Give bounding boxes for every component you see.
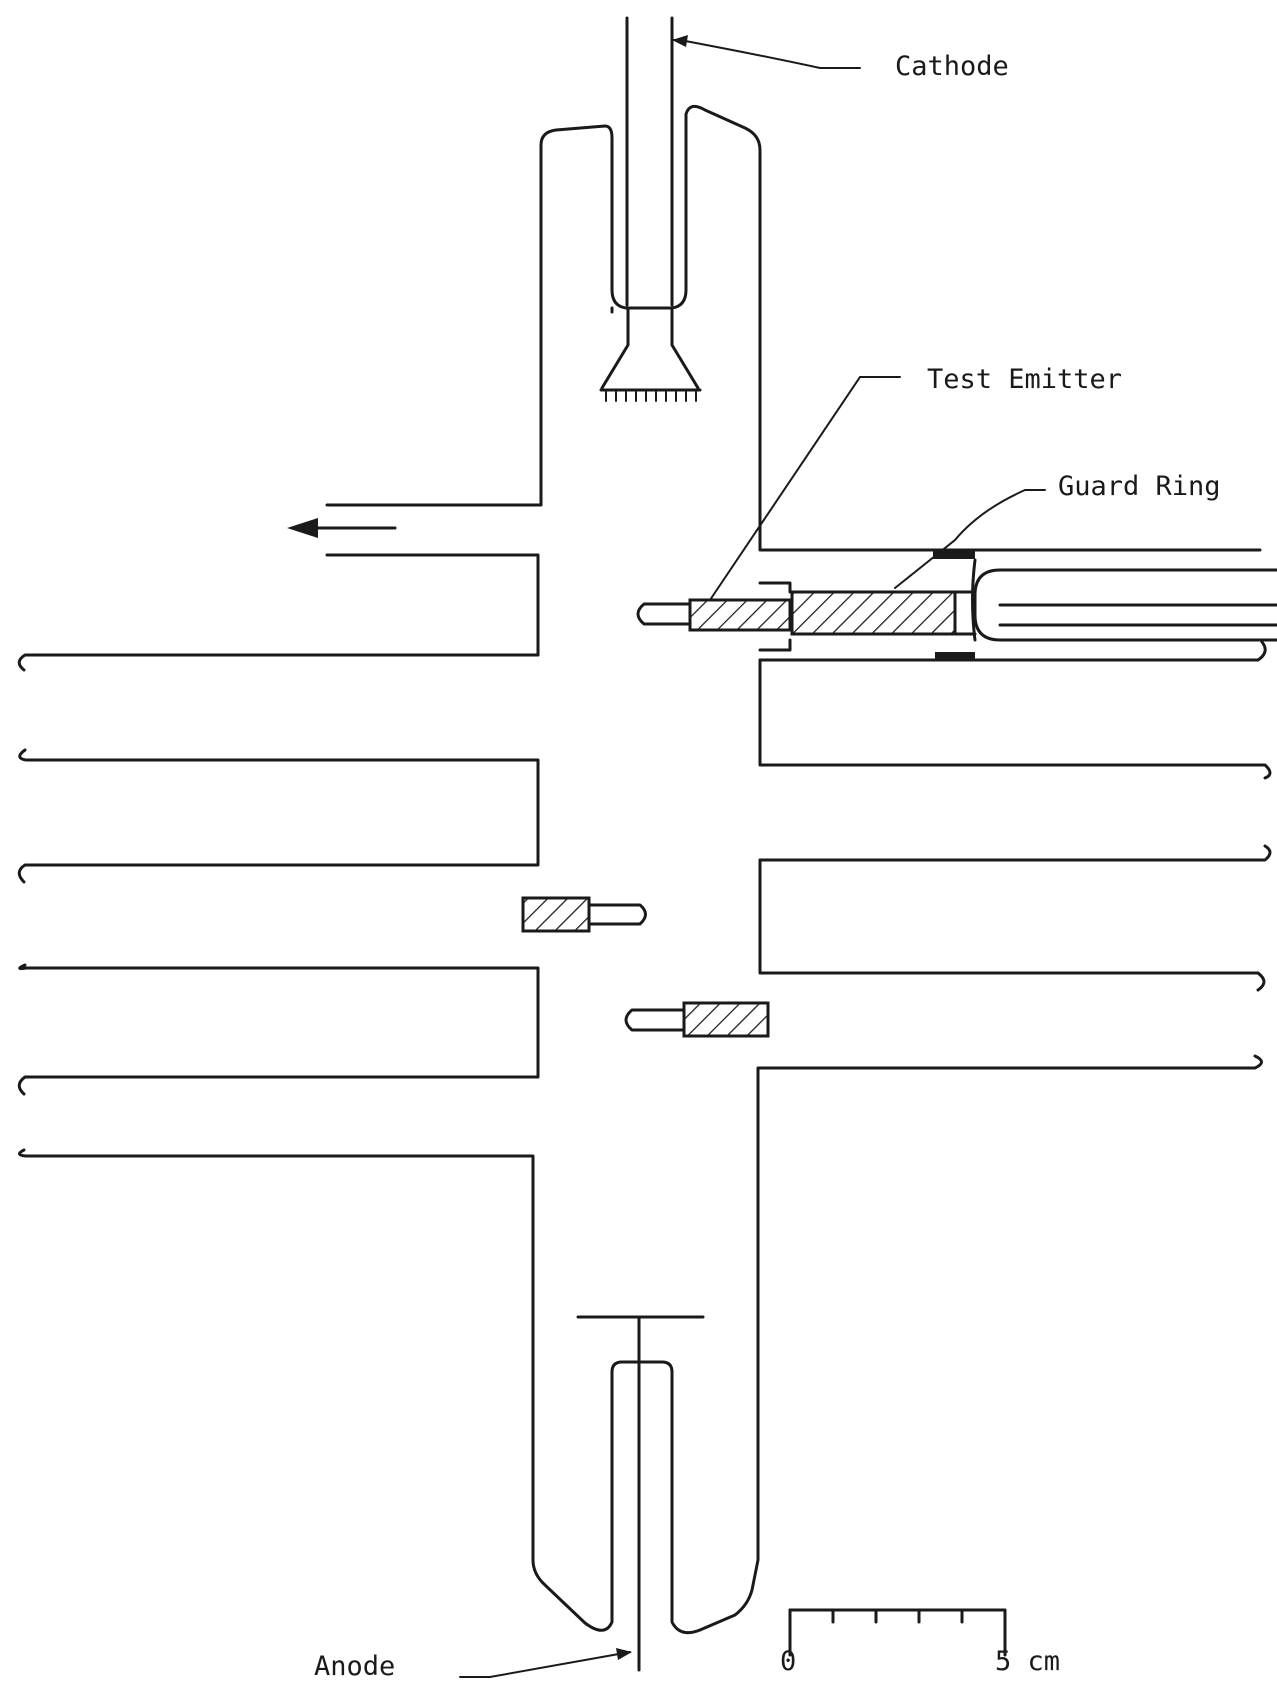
leader-lines: [459, 35, 1046, 1678]
pump-out-arrow: [287, 518, 397, 538]
guard-ring-top: [933, 551, 975, 559]
left-side-arms: [17, 653, 1263, 1635]
test-emitter-label: Test Emitter: [927, 364, 1122, 395]
cathode-head: [599, 308, 702, 402]
cathode-label: Cathode: [895, 51, 1009, 82]
scale-start-label: 0: [780, 1646, 796, 1677]
test-emitter-body: [790, 590, 957, 636]
anode-label: Anode: [314, 1651, 395, 1681]
right-side-arms: [758, 640, 1272, 992]
guard-ring-bottom: [935, 652, 975, 660]
right-probe: [624, 1001, 770, 1038]
anode-electrode: [576, 1315, 705, 1672]
guard-ring-label: Guard Ring: [1058, 471, 1221, 502]
upper-envelope: [325, 104, 1262, 657]
scale-end-label: 5 cm: [995, 1646, 1060, 1677]
test-emitter-assembly: [636, 551, 1277, 660]
test-emitter-sleeve: [688, 598, 792, 632]
left-probe: [521, 896, 647, 933]
scale-bar: 0 5 cm: [780, 1608, 1060, 1677]
cathode-rod: [625, 16, 674, 307]
